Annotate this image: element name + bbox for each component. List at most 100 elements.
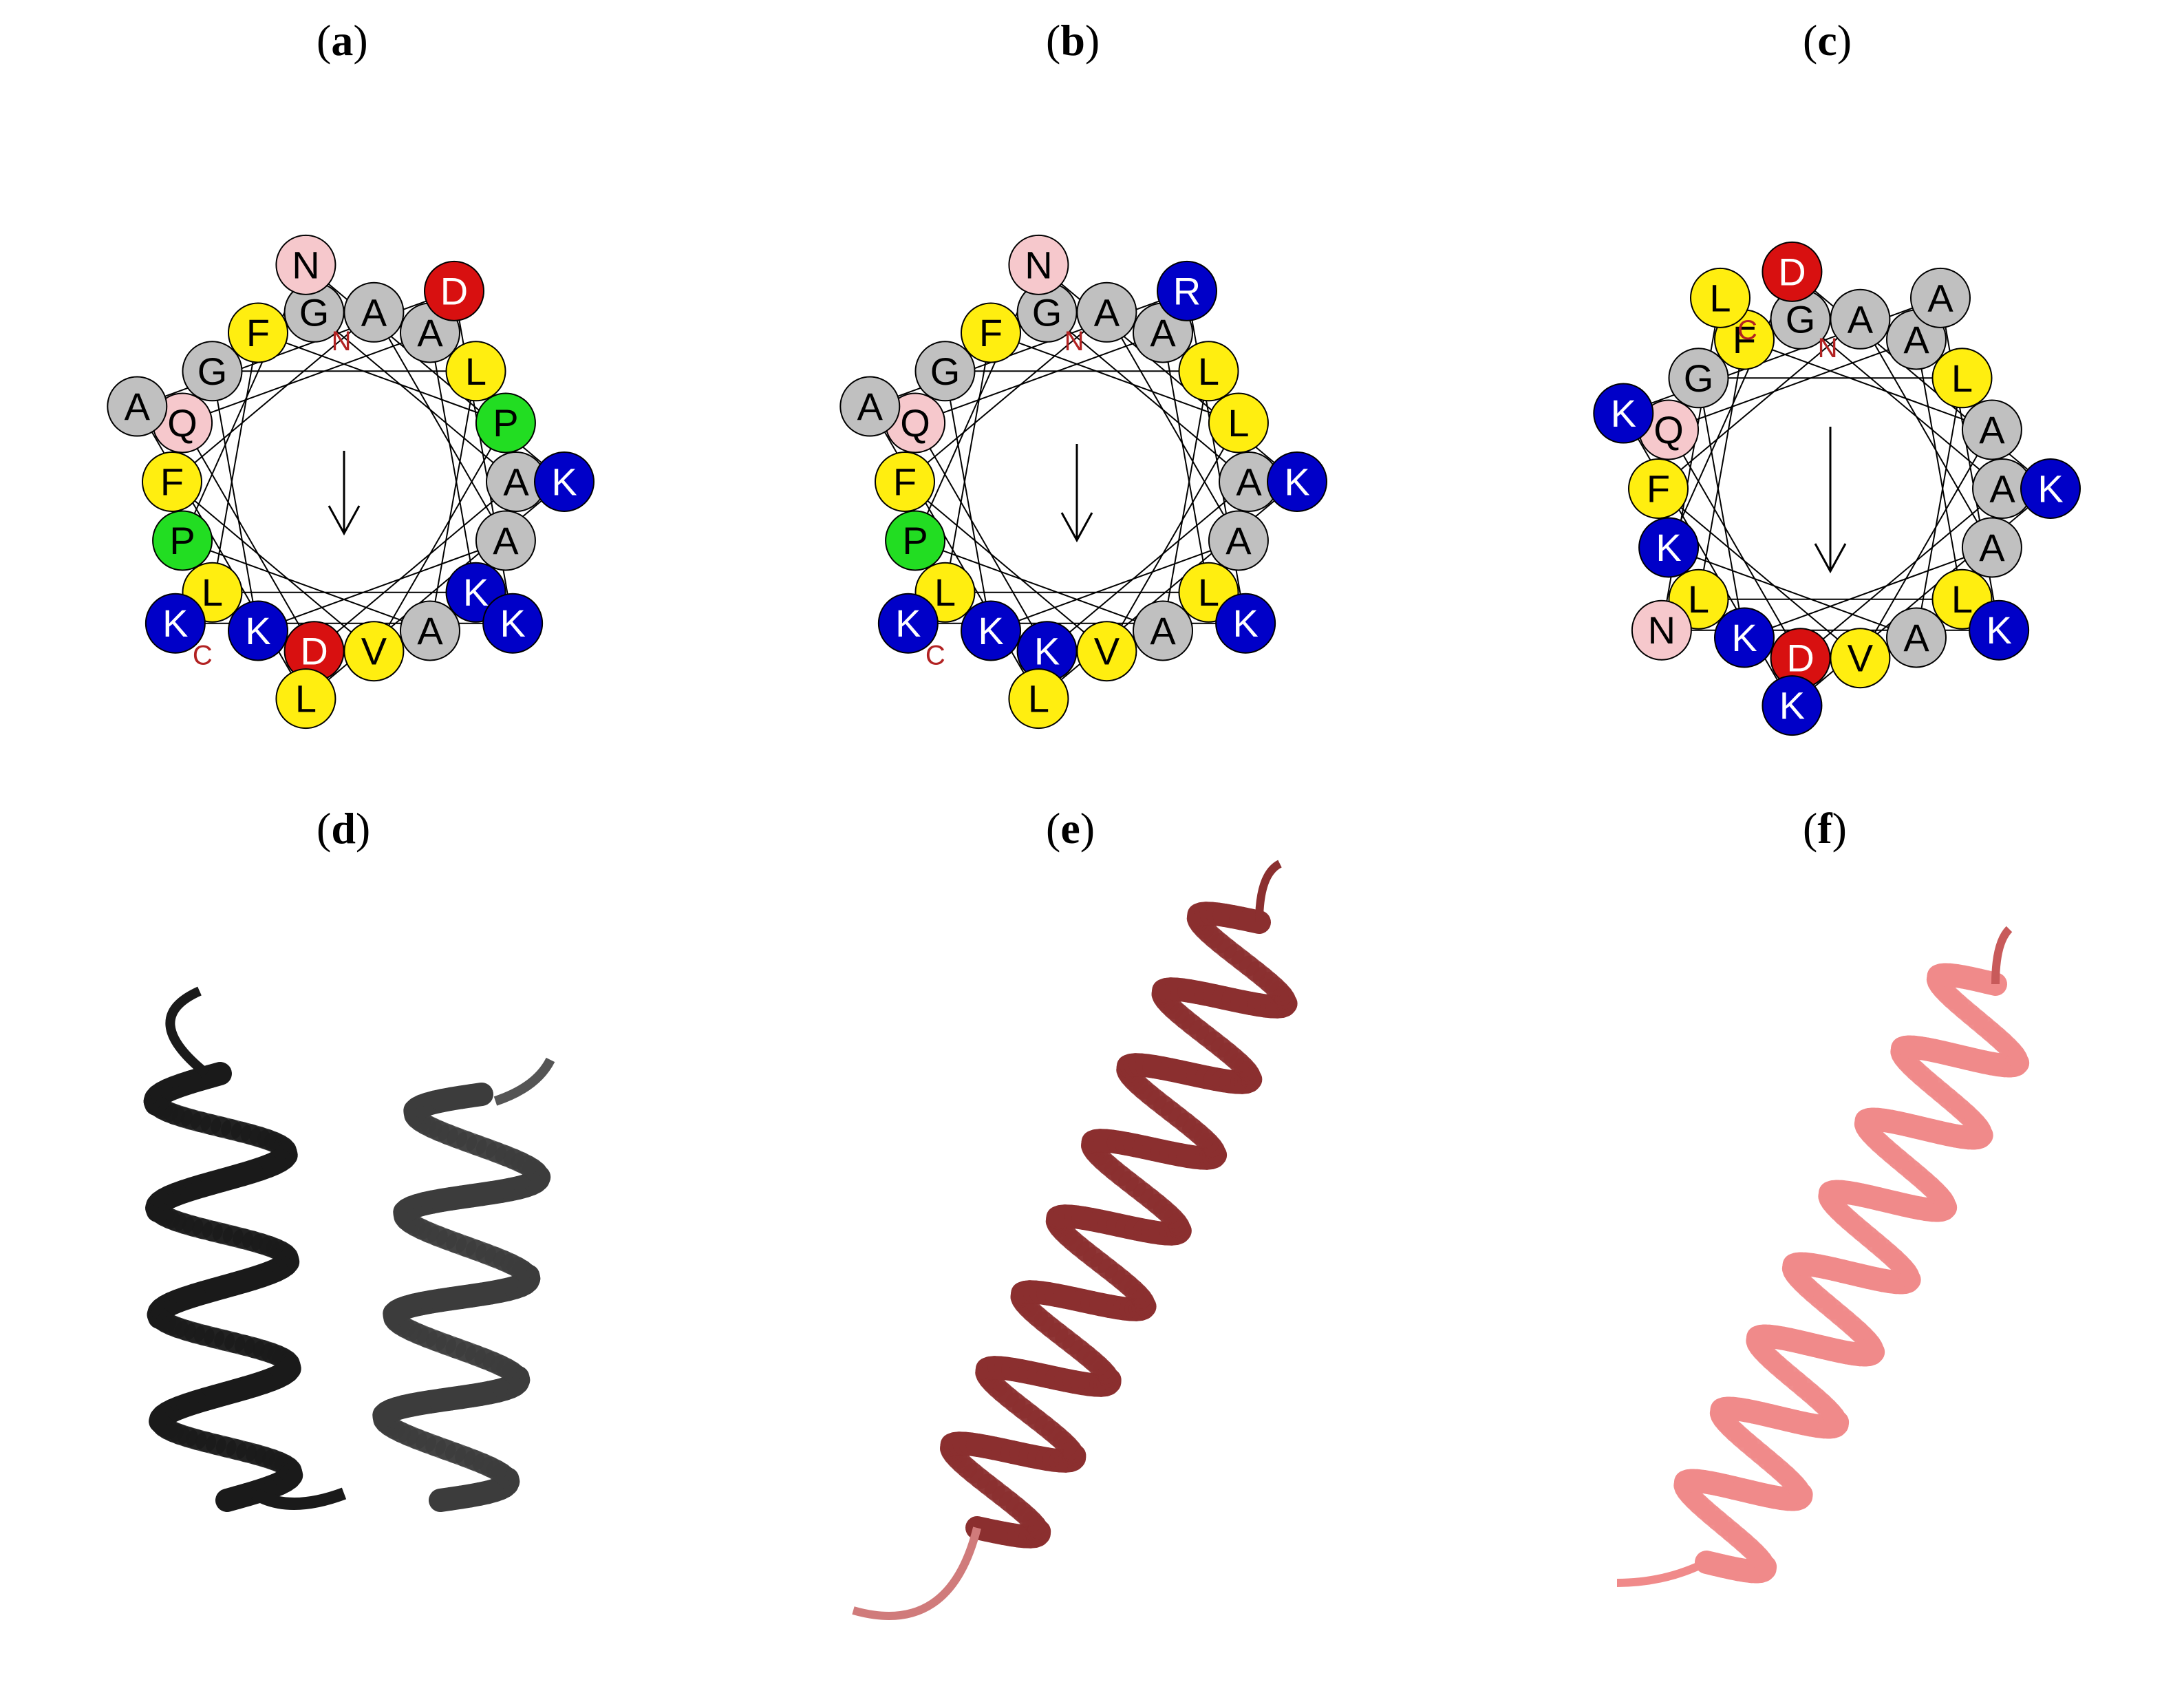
residue-letter: F — [979, 311, 1003, 354]
residue-letter: A — [1903, 616, 1929, 659]
residue-K: K — [1638, 517, 1700, 578]
residue-K: K — [1762, 675, 1823, 736]
residue-letter: A — [1989, 467, 2015, 511]
residue-letter: V — [1094, 630, 1120, 673]
residue-letter: L — [1951, 577, 1973, 621]
residue-letter: Q — [167, 401, 197, 445]
residue-A: A — [1133, 600, 1193, 661]
residue-letter: L — [295, 677, 317, 721]
residue-letter: F — [160, 460, 184, 504]
residue-L: L — [1208, 392, 1269, 454]
wheel-connector — [1698, 378, 1745, 638]
residue-K: K — [144, 593, 206, 654]
residue-G: G — [1668, 348, 1729, 409]
residue-K: K — [2020, 458, 2081, 519]
residue-K: K — [482, 593, 544, 654]
residue-G: G — [914, 341, 976, 402]
residue-L: L — [1008, 668, 1069, 730]
residue-letter: K — [895, 602, 921, 645]
residue-A: A — [1208, 510, 1269, 571]
residue-letter: L — [1688, 577, 1709, 621]
helix-tail — [1255, 860, 1283, 923]
residue-K: K — [1969, 599, 2030, 661]
residue-A: A — [839, 376, 901, 437]
residue-A: A — [343, 281, 405, 343]
residue-L: L — [1178, 341, 1239, 402]
panel-label-a: (a) — [317, 16, 368, 65]
residue-F: F — [228, 302, 288, 363]
wheel-connector — [914, 332, 1164, 424]
residue-letter: P — [493, 401, 518, 445]
residue-letter: F — [893, 460, 917, 504]
residue-A: A — [1219, 451, 1279, 512]
residue-V: V — [343, 621, 405, 682]
residue-A: A — [1830, 288, 1891, 350]
wheel-connector — [1106, 312, 1239, 542]
residue-A: A — [400, 600, 460, 661]
residue-P: P — [885, 510, 946, 571]
residue-letter: G — [299, 290, 330, 334]
residue-R: R — [1157, 260, 1217, 321]
residue-K: K — [534, 451, 595, 512]
residue-letter: V — [1848, 637, 1874, 680]
hydrophobic-moment-arrow — [328, 451, 361, 536]
n-terminus-label: N — [332, 326, 352, 356]
helix-tail — [1991, 926, 2013, 985]
hydrophobic-moment-arrow — [1814, 427, 1847, 574]
residue-letter: K — [551, 460, 577, 504]
residue-letter: D — [440, 269, 468, 312]
n-terminus-label: N — [1064, 326, 1084, 356]
residue-A: A — [1910, 267, 1971, 328]
residue-F: F — [142, 451, 202, 512]
residue-N: N — [1631, 599, 1692, 661]
residue-letter: K — [1611, 392, 1636, 435]
residue-A: A — [1886, 607, 1947, 668]
residue-letter: A — [417, 609, 443, 652]
residue-K: K — [961, 600, 1021, 661]
residue-K: K — [1267, 451, 1327, 512]
residue-K: K — [1714, 607, 1775, 668]
residue-letter: A — [857, 385, 884, 428]
residue-D: D — [283, 621, 345, 682]
residue-letter: Q — [1653, 408, 1684, 451]
residue-letter: L — [1951, 356, 1973, 400]
wheel-connector — [1668, 339, 1917, 431]
residue-letter: Q — [900, 401, 930, 445]
helix-ribbon-segment — [459, 1083, 493, 1108]
helix-tail — [852, 1526, 981, 1620]
residue-letter: K — [245, 609, 270, 652]
residue-A: A — [1961, 399, 2022, 460]
residue-letter: A — [1225, 519, 1252, 562]
residue-letter: A — [1979, 408, 2005, 451]
residue-K: K — [1593, 383, 1654, 444]
wheel-connector — [990, 540, 1239, 632]
helix-ribbon-segment — [215, 1485, 249, 1512]
residue-L: L — [445, 341, 506, 402]
residue-letter: A — [125, 385, 151, 428]
residue-A: A — [1972, 458, 2033, 519]
panel-label-c: (c) — [1803, 16, 1852, 65]
residue-N: N — [275, 234, 336, 295]
residue-letter: L — [1709, 276, 1731, 319]
residue-K: K — [1215, 593, 1276, 654]
residue-D: D — [424, 260, 484, 321]
residue-letter: A — [1979, 526, 2005, 569]
residue-letter: A — [1236, 460, 1262, 504]
residue-P: P — [475, 392, 536, 454]
residue-letter: K — [1986, 608, 2011, 652]
helix-tail — [1616, 1558, 1709, 1587]
residue-letter: A — [1150, 311, 1176, 354]
residue-Q: Q — [1638, 399, 1700, 460]
residue-A: A — [1961, 517, 2022, 578]
wheel-connector — [257, 540, 506, 632]
residue-letter: D — [1786, 637, 1814, 680]
residue-letter: F — [1733, 318, 1756, 361]
c-terminus-label: C — [1737, 315, 1757, 345]
residue-letter: V — [361, 630, 387, 673]
residue-letter: A — [1150, 609, 1176, 652]
panel-label-d: (d) — [317, 804, 370, 853]
residue-letter: L — [1028, 677, 1049, 721]
residue-letter: G — [1684, 356, 1714, 400]
